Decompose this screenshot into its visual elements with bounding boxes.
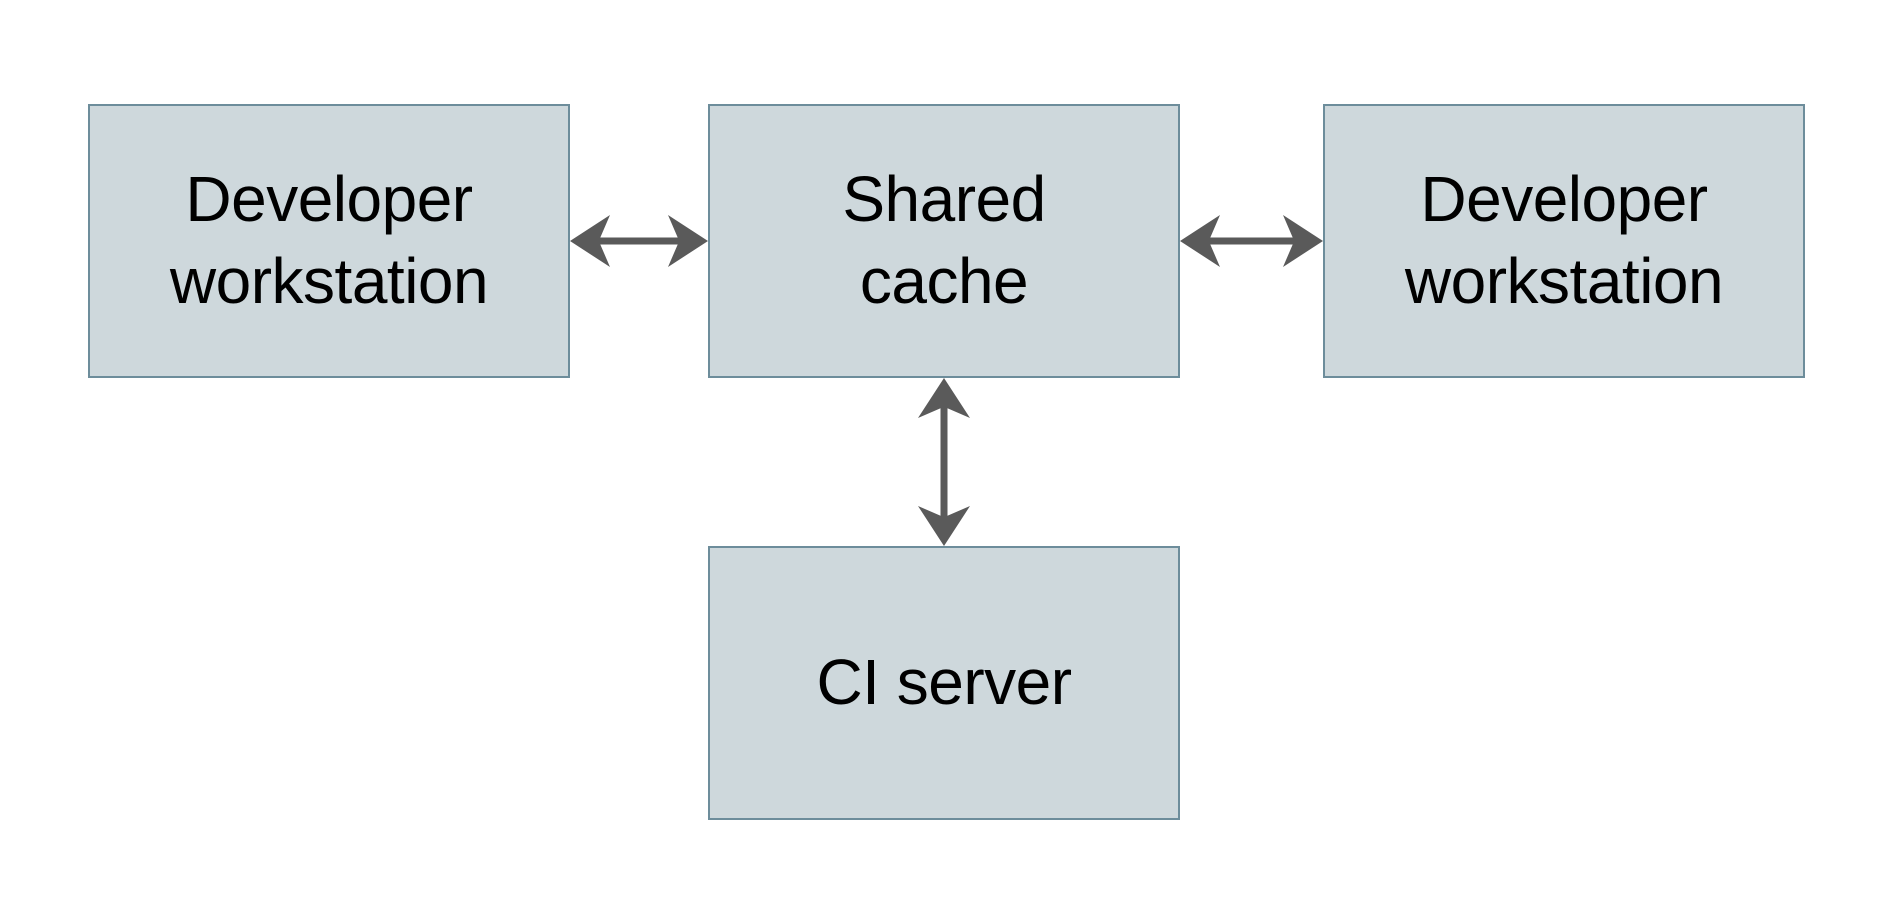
node-label: CI server	[816, 646, 1072, 719]
node-label: Shared cache	[842, 163, 1046, 317]
node-ci-server[interactable]: CI server	[708, 546, 1180, 820]
node-developer-workstation-right[interactable]: Developer workstation	[1323, 104, 1805, 378]
bidirectional-arrow-icon	[1180, 215, 1323, 267]
bidirectional-arrow-icon	[918, 378, 970, 546]
node-label: Developer workstation	[169, 163, 489, 317]
node-label: Developer workstation	[1404, 163, 1724, 317]
edge-shared-cache-to-ci-server	[909, 378, 979, 546]
edge-shared-cache-to-developer-right	[1180, 206, 1323, 276]
bidirectional-arrow-icon	[570, 215, 708, 267]
edge-developer-left-to-shared-cache	[570, 206, 708, 276]
node-developer-workstation-left[interactable]: Developer workstation	[88, 104, 570, 378]
node-shared-cache[interactable]: Shared cache	[708, 104, 1180, 378]
